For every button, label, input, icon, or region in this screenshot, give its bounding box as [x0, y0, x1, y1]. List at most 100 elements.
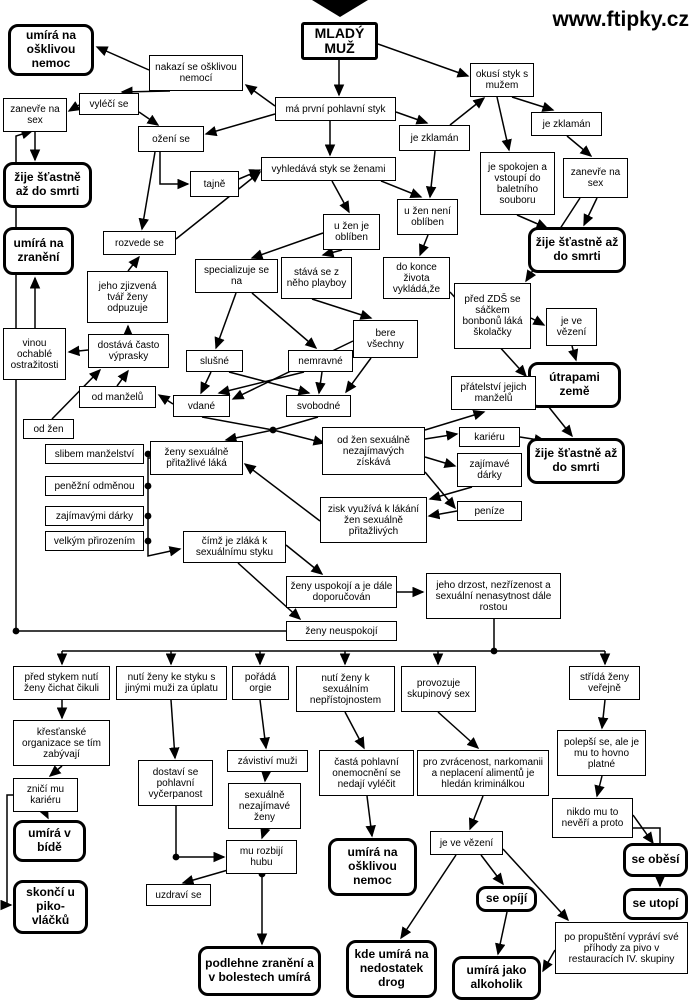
flow-edge: [159, 152, 190, 190]
node-slibem-manzelstvi: slibem manželství: [45, 444, 144, 464]
node-zisk-vyuziva: zisk využívá k lákání žen sexuálně přita…: [320, 497, 427, 543]
flow-edge: [285, 544, 324, 575]
flow-edge: [228, 371, 311, 396]
node-dostava-vyprasky: dostává často výprasky: [88, 334, 169, 368]
node-nuti-zeny-ke-styku: nutí ženy ke styku s jinými muži za úpla…: [116, 666, 227, 700]
flow-edge: [181, 869, 229, 886]
node-je-zklaman-pravy: je zklamán: [531, 112, 602, 136]
node-nuti-zeny-k-sex: nutí ženy k sexuálním nepřístojnostem: [296, 666, 395, 712]
flow-edge: [400, 854, 457, 940]
flow-edge: [147, 541, 182, 557]
flow-edge: [331, 180, 350, 214]
node-zajimavymi-darky: zajímavými dárky: [45, 506, 144, 526]
flow-edge: [217, 371, 305, 396]
node-se-obesi: se oběsí: [623, 843, 688, 877]
flow-edge: [272, 429, 326, 446]
node-zije-stastne-1: žije šťastně až do smrti: [3, 162, 92, 208]
node-se-utopi: se utopí: [623, 888, 688, 920]
flow-edge: [437, 711, 480, 750]
node-provozuje-sex: provozuje skupinový sex: [401, 666, 476, 712]
node-rozvede-se: rozvede se: [103, 231, 176, 255]
flow-edge: [502, 848, 570, 922]
junction-dot: [144, 450, 152, 458]
node-od-zen: od žen: [23, 419, 74, 439]
node-zeny-neuspokoji: ženy neuspokojí: [286, 621, 397, 641]
node-utrapami-zeme: útrapami země: [528, 362, 621, 408]
flow-edge: [568, 345, 579, 362]
flow-edge: [201, 416, 274, 431]
flow-edge: [583, 197, 598, 227]
junction-dot: [12, 627, 20, 635]
flow-edge: [67, 101, 81, 112]
flow-edge: [377, 43, 470, 78]
node-pratelstvi-manzelu: přátelství jejich manželů: [451, 376, 536, 410]
flow-edge: [632, 814, 654, 845]
flow-edge: [38, 806, 49, 820]
flow-edge: [344, 711, 365, 750]
flow-edge: [424, 410, 486, 431]
flow-edge: [204, 113, 276, 137]
flow-edge: [321, 247, 343, 258]
node-sex-nezajimave-zeny: sexuálně nezajímavé ženy: [228, 783, 301, 829]
node-nemravne: nemravné: [288, 350, 353, 372]
flow-edge: [419, 234, 429, 257]
node-tajne: tajně: [190, 171, 239, 197]
start-arrow-icon: [312, 0, 368, 17]
node-penize: peníze: [457, 501, 522, 521]
node-umira-alkoholik: umírá jako alkoholik: [452, 956, 541, 1000]
flow-edge: [424, 430, 459, 441]
node-zanevre-na-sex-1: zanevře na sex: [3, 98, 67, 132]
node-zeny-sex-pritazlive: ženy sexuálně přitažlivé láká: [150, 441, 243, 475]
node-strida-zeny: střídá ženy veřejně: [569, 666, 640, 700]
node-zije-stastne-2: žije šťastně až do smrti: [528, 227, 626, 273]
node-porada-orgie: pořádá orgie: [232, 666, 289, 700]
flow-edge: [424, 456, 457, 469]
node-mu-rozbiji-hubu: mu rozbijí hubu: [226, 840, 297, 874]
node-pred-zds: před ZDŠ se sáčkem bonbonů láká školačky: [454, 283, 531, 349]
node-cimz-je-zlaka: čímž je zláká k sexuálnímu styku: [183, 531, 286, 563]
node-podlehne-zraneni: podlehne zranění a v bolestech umírá: [198, 946, 321, 996]
flow-edge: [243, 463, 321, 522]
junction-dot: [144, 537, 152, 545]
flow-edge: [138, 111, 160, 126]
flow-edge: [315, 371, 326, 395]
junction-dot: [490, 647, 498, 655]
node-polepsi-se: polepší se, ale je mu to hovno platné: [557, 730, 646, 776]
website-url: www.ftipky.cz: [552, 8, 689, 31]
flow-edge: [15, 129, 286, 632]
flow-edge: [480, 854, 504, 886]
flow-edge: [224, 429, 274, 443]
node-mlady-muz: MLADÝ MUŽ: [301, 22, 378, 60]
flow-edge: [530, 315, 546, 326]
flow-edge: [511, 96, 555, 112]
flow-edge: [200, 371, 212, 395]
flow-edge: [157, 394, 174, 406]
flow-edge: [542, 949, 556, 973]
flow-edge: [237, 562, 302, 621]
flow-edge: [169, 699, 180, 760]
node-jeho-zjizvena: jeho zjizvená tvář ženy odpuzuje: [87, 271, 168, 323]
node-jeho-drzost: jeho drzost, nezřízenost a sexuální nena…: [426, 573, 561, 619]
flow-edge: [244, 84, 276, 107]
flow-edge: [566, 135, 593, 157]
node-penezni-odmenou: peněžní odměnou: [45, 476, 144, 496]
node-uzdravi-se: uzdraví se: [146, 884, 211, 906]
flow-edge: [138, 151, 156, 231]
node-od-manzelu: od manželů: [79, 386, 156, 408]
node-zanevre-na-sex-2: zanevře na sex: [563, 158, 628, 198]
node-kde-umira-drog: kde umírá na nedostatek drog: [346, 940, 437, 998]
flow-edge: [127, 255, 140, 272]
node-okusi-styk: okusí styk s mužem: [470, 63, 534, 97]
node-specializuje-se: specializuje se na: [195, 259, 278, 293]
node-stava-se-playboy: stává se z něho playboy: [281, 257, 352, 299]
node-pred-stykem: před stykem nutí ženy čichat čikuli: [13, 666, 110, 700]
node-vyleci-se: vyléčí se: [79, 93, 139, 115]
node-karieru: kariéru: [459, 427, 520, 447]
node-ozeni-se: ožení se: [138, 126, 204, 152]
flow-edge: [67, 345, 89, 357]
junction-dot: [269, 426, 277, 434]
flow-edge: [468, 795, 484, 831]
junction-dot: [144, 482, 152, 490]
flow-edge: [260, 769, 272, 783]
flow-edge: [516, 214, 549, 229]
